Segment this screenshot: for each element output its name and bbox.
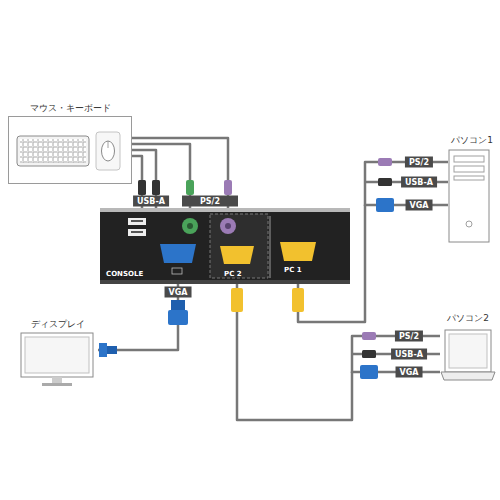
laptop-illustration xyxy=(440,312,496,394)
ps2-plug xyxy=(378,158,392,166)
vga-plug xyxy=(376,198,394,212)
vga-plug xyxy=(99,343,117,357)
vga-plug xyxy=(292,288,304,312)
display: ディスプレイ xyxy=(18,318,98,390)
laptop-pc: パソコン2 xyxy=(440,312,496,394)
usb-plug xyxy=(362,350,376,358)
ps2-plug xyxy=(186,180,194,195)
cable-tag: PS/2 xyxy=(405,157,433,168)
device-heading: パソコン2 xyxy=(440,312,496,324)
cable-tag: VGA xyxy=(406,200,433,211)
cable-tag: PS/2 xyxy=(182,196,238,207)
cable-connector xyxy=(237,284,440,420)
cable-tag: VGA xyxy=(396,367,423,378)
kvm-switch: CONSOLE PC 2 PC 1 xyxy=(100,208,350,284)
device-heading: パソコン1 xyxy=(448,134,496,146)
keyboard-illustration xyxy=(8,102,132,184)
cable-tag: PS/2 xyxy=(395,331,423,342)
ps2-plug xyxy=(224,180,232,195)
ps2-plug xyxy=(362,332,376,340)
cable-tag: USB-A xyxy=(401,177,437,188)
port-label: CONSOLE xyxy=(106,270,143,278)
usb-plug xyxy=(378,178,392,186)
keyboard-box: マウス・キーボード xyxy=(8,102,132,184)
cable-tag: VGA xyxy=(165,287,192,298)
device-heading: ディスプレイ xyxy=(18,318,98,330)
vga-plug xyxy=(360,365,378,379)
desktop-pc-illustration xyxy=(448,134,496,244)
cable-tag: USB-A xyxy=(133,196,169,207)
vga-plug xyxy=(168,300,188,325)
vga-plug xyxy=(231,288,243,312)
port-label: PC 1 xyxy=(284,266,302,274)
device-heading: マウス・キーボード xyxy=(8,102,132,114)
usb-plug xyxy=(138,180,160,195)
cable-tag: USB-A xyxy=(391,349,427,360)
desktop-pc: パソコン1 xyxy=(448,134,496,244)
port-label: PC 2 xyxy=(224,270,242,278)
